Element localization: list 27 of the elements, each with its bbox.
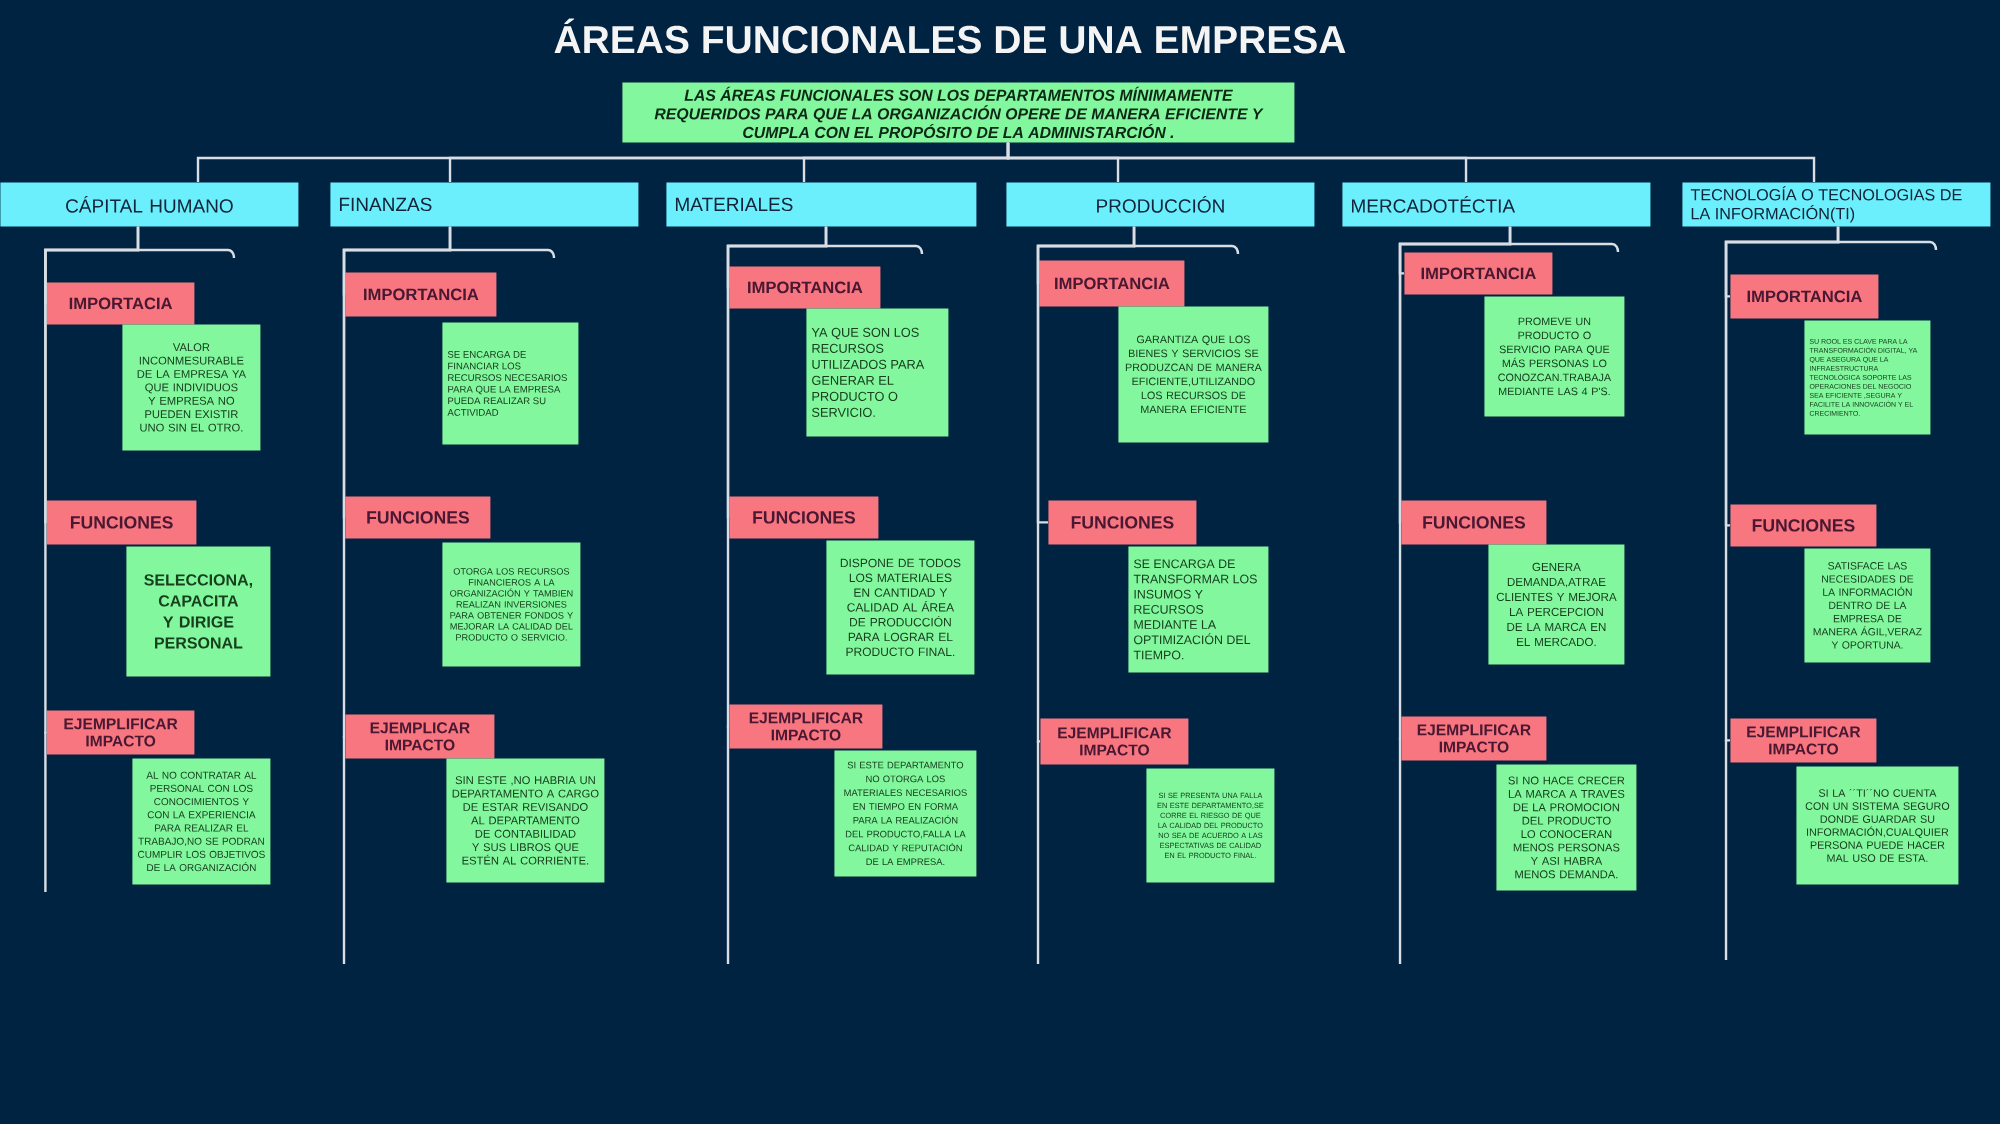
- department-bar: CÁPITAL HUMANO: [0, 182, 299, 227]
- note-box: SELECCIONA, CAPACITA Y DIRIGE PERSONAL: [126, 546, 271, 677]
- connector-line: [342, 226, 452, 738]
- connector-line: [1398, 226, 1512, 740]
- section-tag: IMPORTANCIA: [1404, 252, 1553, 295]
- section-tag: FUNCIONES: [1048, 500, 1197, 545]
- department-bar: MATERIALES: [666, 182, 977, 227]
- department-bar: PRODUCCIÓN: [1006, 182, 1315, 227]
- section-tag: IMPORTANCIA: [1039, 260, 1185, 307]
- connector-line: [44, 226, 140, 734]
- connector-line: [726, 226, 828, 728]
- section-tag: FUNCIONES: [1401, 500, 1547, 545]
- connector-line: [1006, 142, 1816, 182]
- section-tag: FUNCIONES: [729, 496, 879, 539]
- section-tag: FUNCIONES: [345, 496, 491, 539]
- section-tag: IMPORTANCIA: [1730, 274, 1879, 319]
- connector-line: [1724, 226, 1840, 742]
- department-bar: FINANZAS: [330, 182, 639, 227]
- section-tag: FUNCIONES: [1730, 504, 1877, 547]
- title: ÁREAS FUNCIONALES DE UNA EMPRESA: [554, 18, 1346, 54]
- department-bar: TECNOLOGÍA O TECNOLOGIAS DE LA INFORMACIÓN(TI): [1682, 182, 1991, 227]
- section-tag: FUNCIONES: [46, 500, 197, 545]
- department-bar: MERCADOTÉCTIA: [1342, 182, 1651, 227]
- section-tag: IMPORTANCIA: [345, 272, 497, 317]
- section-tag: IMPORTACIA: [46, 282, 195, 325]
- connector-line: [1036, 226, 1136, 743]
- section-tag: IMPORTANCIA: [729, 266, 881, 309]
